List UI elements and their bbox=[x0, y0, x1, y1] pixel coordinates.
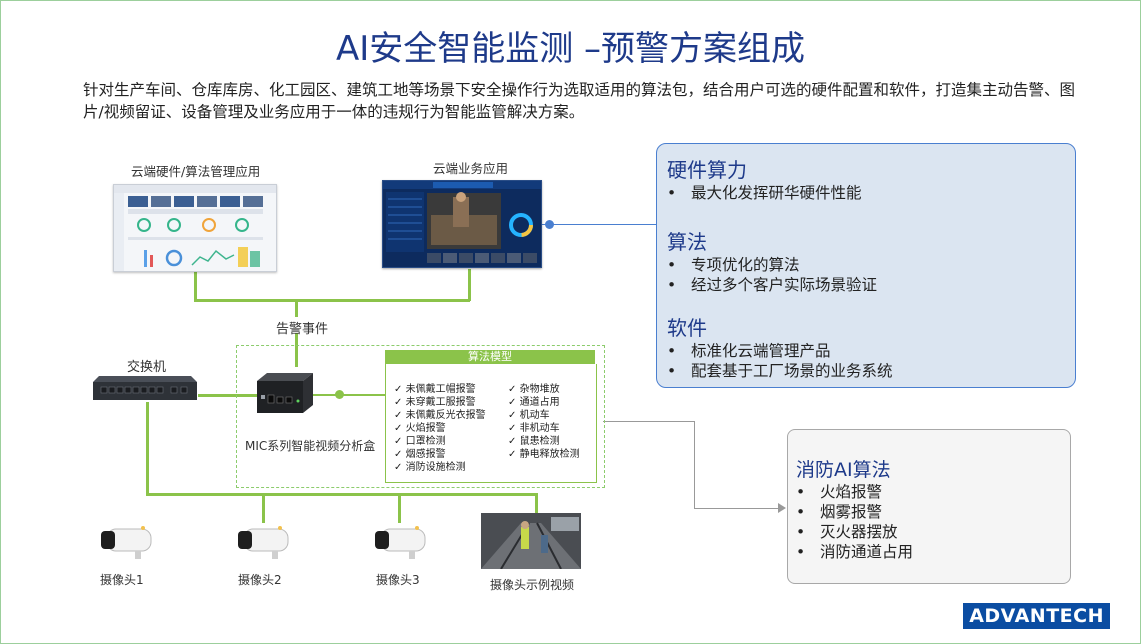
list-item: ✓ 火焰报警 bbox=[394, 423, 446, 434]
list-item: •消防通道占用 bbox=[796, 543, 914, 561]
cloud-hw-screenshot bbox=[113, 184, 277, 272]
check-icon: ✓ bbox=[508, 449, 517, 460]
camera-icon bbox=[234, 523, 290, 561]
section-title: 软件 bbox=[667, 316, 707, 340]
connector-line bbox=[468, 269, 471, 301]
advantech-logo: ADVANTECH bbox=[963, 603, 1110, 629]
connector-line bbox=[694, 508, 784, 509]
check-icon: ✓ bbox=[394, 410, 403, 421]
intro-text: 针对生产车间、仓库库房、化工园区、建筑工地等场景下安全操作行为选取适用的算法包，… bbox=[83, 81, 1076, 121]
algo-model-title: 算法模型 bbox=[385, 350, 595, 364]
list-item: ✓ 未佩戴工帽报警 bbox=[394, 384, 476, 395]
connector-line bbox=[694, 421, 695, 509]
bullet-icon: • bbox=[667, 184, 677, 202]
list-item: ✓ 非机动车 bbox=[508, 423, 560, 434]
check-icon: ✓ bbox=[508, 397, 517, 408]
connector-dot bbox=[545, 220, 554, 229]
connector-line bbox=[262, 493, 265, 523]
camera-label: 摄像头3 bbox=[376, 573, 420, 587]
check-icon: ✓ bbox=[508, 384, 517, 395]
check-icon: ✓ bbox=[394, 384, 403, 395]
cloud-biz-label: 云端业务应用 bbox=[433, 161, 509, 176]
algorithm-group-frame bbox=[236, 345, 605, 488]
list-item: ✓ 杂物堆放 bbox=[508, 384, 560, 395]
check-icon: ✓ bbox=[508, 410, 517, 421]
bullet-icon: • bbox=[667, 256, 677, 274]
connector-line bbox=[146, 402, 149, 496]
list-item: •经过多个客户实际场景验证 bbox=[667, 276, 878, 294]
list-item: ✓ 未穿戴工服报警 bbox=[394, 397, 476, 408]
mic-analysis-box-icon bbox=[253, 371, 315, 415]
camera-label: 摄像头1 bbox=[100, 573, 144, 587]
list-item: •烟雾报警 bbox=[796, 503, 883, 521]
camera-label: 摄像头2 bbox=[238, 573, 282, 587]
list-item: •专项优化的算法 bbox=[667, 256, 800, 274]
bullet-icon: • bbox=[667, 342, 677, 360]
check-icon: ✓ bbox=[394, 449, 403, 460]
list-item: ✓ 口罩检测 bbox=[394, 436, 446, 447]
mic-label: MIC系列智能视频分析盒 bbox=[245, 439, 376, 453]
list-item: •标准化云端管理产品 bbox=[667, 342, 831, 360]
list-item: ✓ 通道占用 bbox=[508, 397, 560, 408]
check-icon: ✓ bbox=[394, 462, 403, 473]
list-item: ✓ 消防设施检测 bbox=[394, 462, 466, 473]
dashboard-thumbnail-icon bbox=[114, 185, 276, 271]
network-switch-icon bbox=[91, 374, 199, 404]
list-item: •火焰报警 bbox=[796, 483, 883, 501]
check-icon: ✓ bbox=[394, 423, 403, 434]
list-item: ✓ 机动车 bbox=[508, 410, 550, 421]
bullet-icon: • bbox=[667, 362, 677, 380]
business-dashboard-thumbnail-icon bbox=[383, 181, 541, 263]
connector-line bbox=[295, 333, 298, 367]
bullet-icon: • bbox=[796, 523, 806, 541]
bullet-icon: • bbox=[796, 483, 806, 501]
list-item: •最大化发挥研华硬件性能 bbox=[667, 184, 862, 202]
algo-model-list: ✓ 未佩戴工帽报警 ✓ 未穿戴工服报警 ✓ 未佩戴反光衣报警 ✓ 火焰报警 ✓ … bbox=[385, 364, 597, 483]
connector-line bbox=[198, 394, 258, 397]
alarm-event-label: 告警事件 bbox=[276, 322, 329, 337]
section-title: 算法 bbox=[667, 230, 707, 254]
camera-icon bbox=[371, 523, 427, 561]
list-item: •灭火器摆放 bbox=[796, 523, 898, 541]
connector-dot bbox=[335, 390, 344, 399]
cloud-hw-label: 云端硬件/算法管理应用 bbox=[131, 164, 261, 179]
connector-line bbox=[398, 493, 401, 523]
section-title: 硬件算力 bbox=[667, 158, 747, 182]
connector-line bbox=[309, 394, 387, 396]
connector-line bbox=[295, 301, 298, 317]
check-icon: ✓ bbox=[508, 423, 517, 434]
fire-ai-panel: 消防AI算法 •火焰报警 •烟雾报警 •灭火器摆放 •消防通道占用 bbox=[787, 429, 1071, 584]
switch-label: 交换机 bbox=[127, 360, 167, 375]
connector-line bbox=[194, 269, 197, 301]
bullet-icon: • bbox=[667, 276, 677, 294]
features-panel: 硬件算力 •最大化发挥研华硬件性能 算法 •专项优化的算法 •经过多个客户实际场… bbox=[656, 143, 1076, 388]
connector-line bbox=[541, 224, 656, 225]
list-item: ✓ 烟感报警 bbox=[394, 449, 446, 460]
camera-label: 摄像头示例视频 bbox=[490, 578, 575, 592]
camera-icon bbox=[97, 523, 153, 561]
check-icon: ✓ bbox=[508, 436, 517, 447]
page-title: AI安全智能监测 –预警方案组成 bbox=[335, 29, 806, 69]
section-title: 消防AI算法 bbox=[796, 459, 891, 481]
connector-line bbox=[535, 493, 538, 513]
list-item: •配套基于工厂场景的业务系统 bbox=[667, 362, 893, 380]
connector-line bbox=[194, 299, 470, 302]
list-item: ✓ 未佩戴反光衣报警 bbox=[394, 410, 486, 421]
bullet-icon: • bbox=[796, 543, 806, 561]
arrow-head-icon bbox=[778, 503, 786, 513]
connector-line bbox=[146, 493, 538, 496]
camera-sample-video bbox=[481, 513, 581, 569]
check-icon: ✓ bbox=[394, 436, 403, 447]
list-item: ✓ 静电释放检测 bbox=[508, 449, 580, 460]
video-frame-icon bbox=[481, 513, 581, 569]
check-icon: ✓ bbox=[394, 397, 403, 408]
connector-line bbox=[603, 421, 695, 422]
cloud-biz-screenshot bbox=[382, 180, 542, 268]
bullet-icon: • bbox=[796, 503, 806, 521]
list-item: ✓ 鼠患检测 bbox=[508, 436, 560, 447]
